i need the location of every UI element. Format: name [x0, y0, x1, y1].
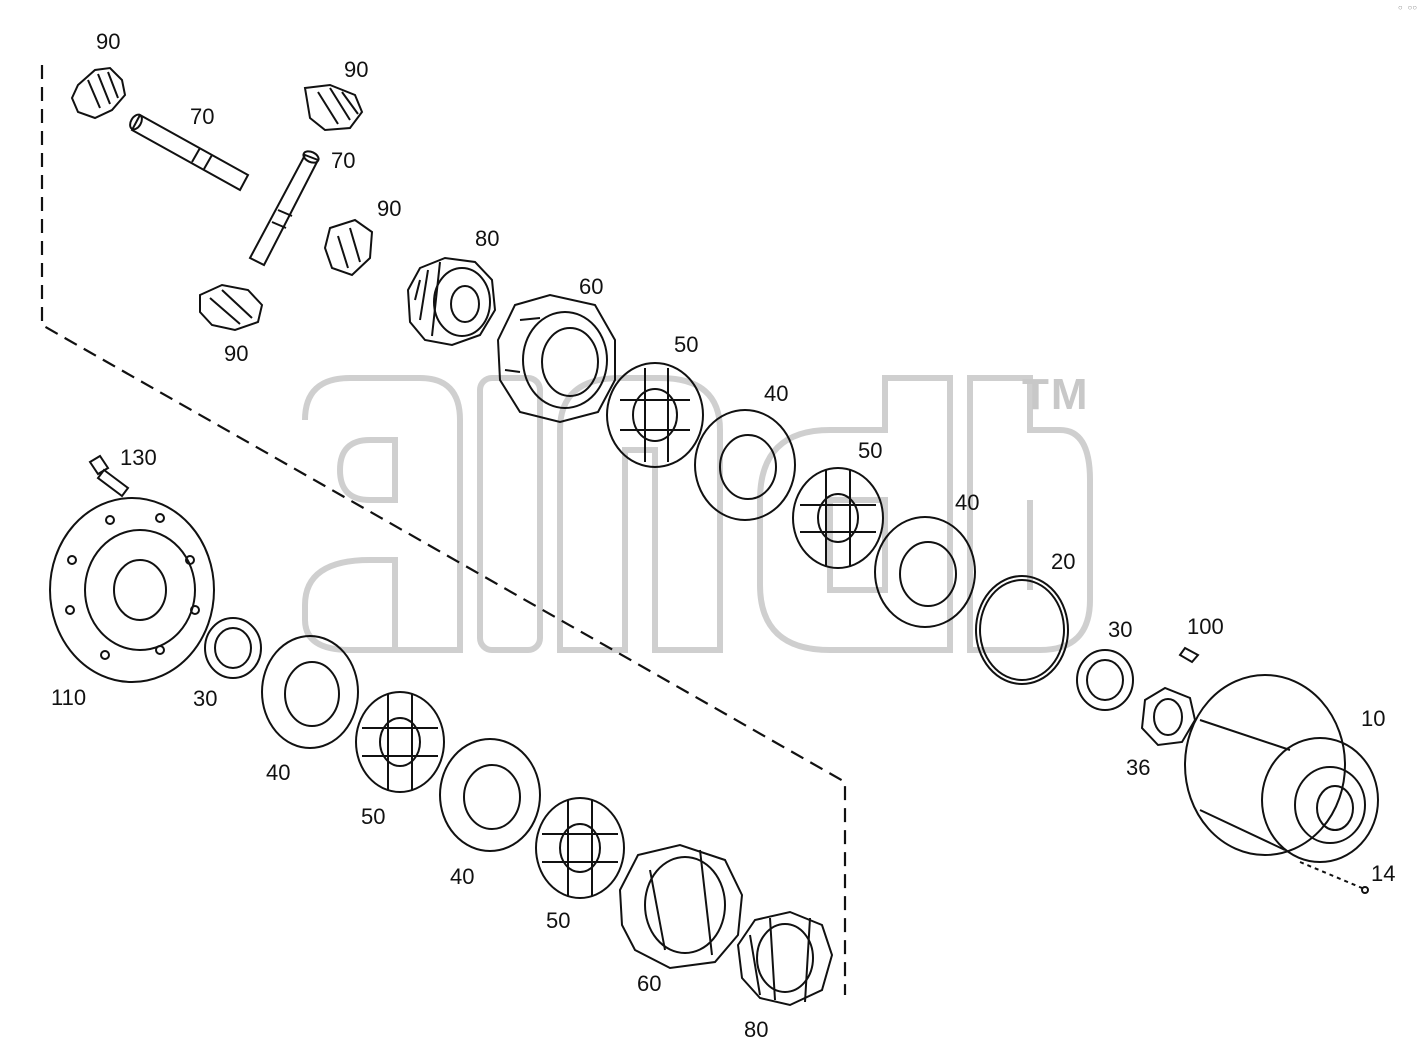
bolt-130: [88, 454, 130, 498]
label-40: 40: [955, 490, 980, 515]
differential-housing-10: [1184, 674, 1379, 863]
label-80: 80: [744, 1017, 769, 1042]
label-90: 90: [96, 29, 121, 54]
pinion-gear-90-mid: [323, 218, 374, 277]
cross-shaft-70-b: [248, 150, 320, 267]
tab-washer-36: [1140, 686, 1197, 747]
label-90: 90: [224, 341, 249, 366]
label-60: 60: [637, 971, 662, 996]
thrust-washer-30-left: [204, 617, 262, 679]
label-110: 110: [51, 685, 87, 710]
label-70: 70: [331, 148, 356, 173]
label-70: 70: [190, 104, 215, 129]
label-40: 40: [764, 381, 789, 406]
corner-mark: ○ ○○: [1398, 4, 1418, 13]
pressure-ring-60-lower: [618, 843, 744, 970]
dashed-group-boundary: [40, 65, 847, 995]
label-90: 90: [344, 57, 369, 82]
label-130: 130: [120, 445, 157, 470]
pressure-ring-60-top: [496, 293, 616, 424]
label-50: 50: [674, 332, 699, 357]
steel-disc-40-lower-a: [261, 635, 359, 749]
watermark-trademark: TM: [1022, 370, 1090, 419]
label-90: 90: [377, 196, 402, 221]
pinion-gear-90-top-left: [70, 66, 127, 120]
steel-disc-40-lower-b: [439, 738, 541, 852]
steel-disc-40-mid: [874, 516, 976, 628]
label-10: 10: [1361, 706, 1386, 731]
steel-disc-40-top: [694, 409, 796, 521]
label-14: 14: [1371, 861, 1396, 886]
dowel-pin-100: [1178, 646, 1200, 664]
friction-disc-50-lower-b: [535, 797, 625, 899]
label-100: 100: [1187, 614, 1224, 639]
label-80: 80: [475, 226, 500, 251]
snap-ring-20: [975, 575, 1069, 685]
label-36: 36: [1126, 755, 1151, 780]
label-40: 40: [450, 864, 475, 889]
friction-disc-50-mid: [792, 467, 884, 569]
thrust-washer-30-right: [1076, 649, 1134, 711]
friction-disc-50-lower-a: [355, 691, 445, 793]
label-30: 30: [193, 686, 218, 711]
flange-housing-110: [49, 497, 215, 683]
screw-14: [1299, 861, 1369, 894]
label-50: 50: [361, 804, 386, 829]
pinion-gear-90-top-mid: [303, 83, 364, 132]
label-30: 30: [1108, 617, 1133, 642]
label-20: 20: [1051, 549, 1076, 574]
side-gear-80-top: [406, 256, 497, 347]
friction-disc-50-top: [606, 362, 704, 468]
pinion-gear-90-lower: [199, 283, 264, 332]
label-40: 40: [266, 760, 291, 785]
label-50: 50: [858, 438, 883, 463]
side-gear-80-lower: [736, 910, 834, 1007]
watermark-logo: [302, 375, 1093, 653]
label-60: 60: [579, 274, 604, 299]
label-50: 50: [546, 908, 571, 933]
cross-shaft-70-a: [129, 113, 250, 192]
